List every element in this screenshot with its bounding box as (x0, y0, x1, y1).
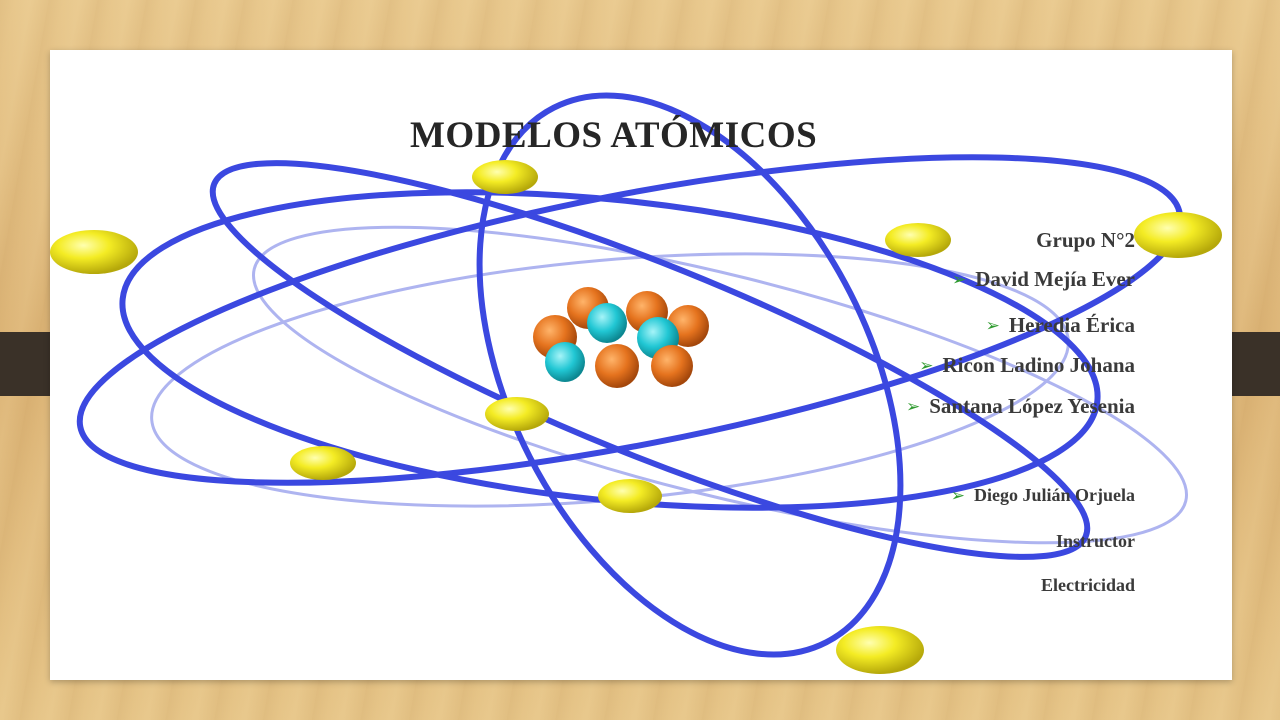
member-item: ➢ Heredia Érica (986, 313, 1135, 338)
subject: Electricidad (1041, 575, 1135, 596)
proton (651, 345, 693, 387)
atom-illustration (50, 92, 1222, 674)
member-item: ➢ David Mejía Ever (952, 267, 1135, 292)
slide-canvas: MODELOS ATÓMICOS Grupo N°2 ➢ David Mejía… (50, 50, 1232, 680)
neutron (587, 303, 627, 343)
green-arrow-bullet-icon: ➢ (985, 315, 1000, 336)
member-name: Ricon Ladino Johana (942, 353, 1135, 377)
electron (290, 446, 356, 480)
member-name: Heredia Érica (1008, 313, 1135, 337)
instructor-name-item: ➢ Diego Julián Orjuela (951, 485, 1135, 506)
orbit-tilted (209, 160, 1091, 560)
electron (1134, 212, 1222, 258)
right-side-band (1230, 332, 1280, 396)
proton (595, 344, 639, 388)
instructor-role-text: Instructor (1056, 531, 1135, 551)
green-arrow-bullet-icon: ➢ (919, 355, 934, 376)
subject-text: Electricidad (1041, 575, 1135, 595)
electron (472, 160, 538, 194)
nucleus (533, 287, 709, 388)
electron (598, 479, 662, 513)
orbits (76, 92, 1184, 658)
left-side-band (0, 332, 52, 396)
electron (885, 223, 951, 257)
orbit-wide-b (119, 189, 1101, 511)
green-arrow-bullet-icon: ➢ (950, 485, 965, 506)
group-label: Grupo N°2 (1036, 228, 1135, 253)
member-name: Santana López Yesenia (929, 394, 1135, 418)
instructor-name: Diego Julián Orjuela (974, 485, 1135, 505)
instructor-role: Instructor (1056, 531, 1135, 552)
member-item: ➢ Ricon Ladino Johana (919, 353, 1135, 378)
electrons (50, 160, 1222, 674)
green-arrow-bullet-icon: ➢ (951, 269, 967, 290)
green-arrow-bullet-icon: ➢ (906, 396, 921, 417)
electron (50, 230, 138, 274)
member-name: David Mejía Ever (975, 267, 1135, 291)
electron (485, 397, 549, 431)
neutron (545, 342, 585, 382)
slide-title: MODELOS ATÓMICOS (410, 115, 818, 156)
electron (836, 626, 924, 674)
member-item: ➢ Santana López Yesenia (906, 394, 1135, 419)
orbit-vertical (476, 92, 904, 658)
group-label-text: Grupo N°2 (1036, 228, 1135, 252)
